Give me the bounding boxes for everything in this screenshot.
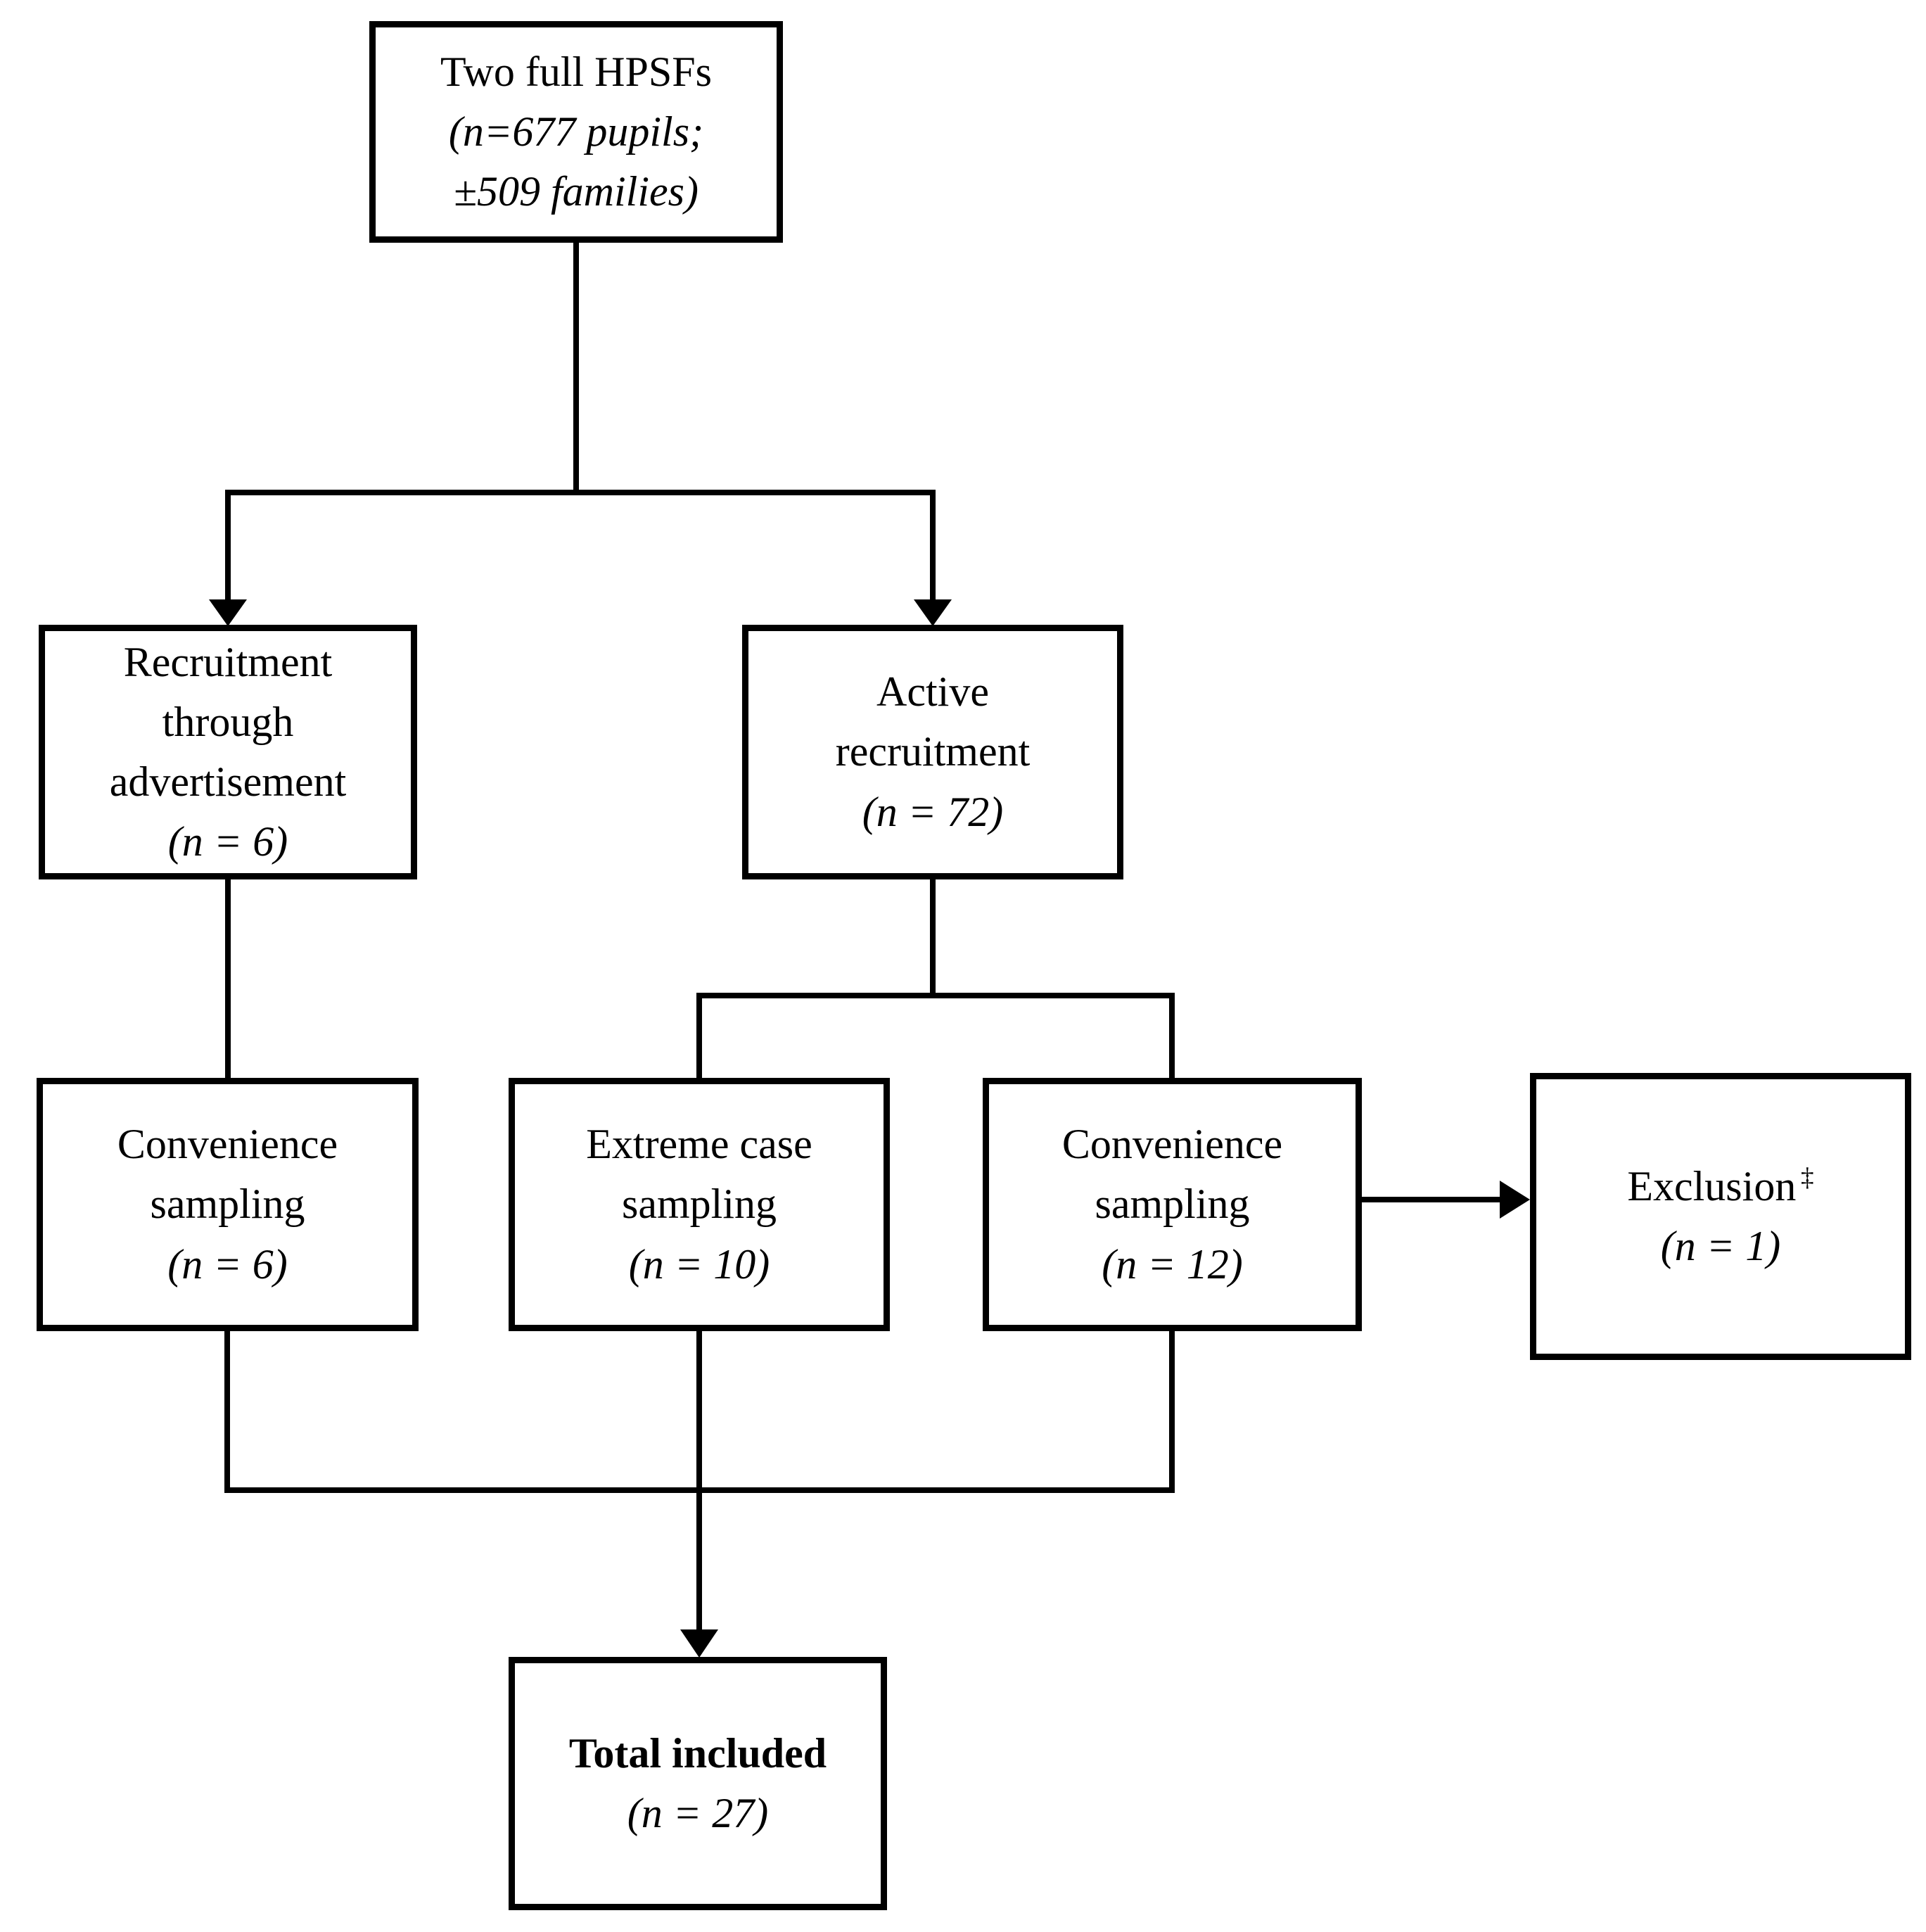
node-count: (n = 12)	[1102, 1240, 1243, 1288]
node-active-recruitment: Active recruitment (n = 72)	[742, 625, 1123, 879]
node-count: ±509 families)	[454, 168, 699, 215]
node-title: Active	[876, 668, 989, 716]
node-count: (n = 1)	[1660, 1223, 1781, 1269]
node-title: sampling	[150, 1181, 305, 1228]
node-title: Two full HPSFs	[440, 48, 712, 95]
arrowhead-into-exclusion	[1500, 1181, 1530, 1219]
exclusion-label: Exclusion	[1627, 1162, 1797, 1209]
node-title: Exclusion‡	[1627, 1157, 1813, 1216]
node-title: Total included	[568, 1729, 827, 1777]
node-count: (n=677 pupils;	[448, 108, 704, 155]
node-title: Convenience	[117, 1121, 338, 1168]
node-convenience-sampling-12: Convenience sampling (n = 12)	[983, 1078, 1362, 1331]
node-extreme-case-sampling: Extreme case sampling (n = 10)	[509, 1078, 890, 1331]
node-total-included: Total included (n = 27)	[509, 1657, 887, 1910]
double-dagger-footnote-mark: ‡	[1801, 1162, 1814, 1192]
node-title: Recruitment	[123, 638, 333, 685]
node-title: sampling	[622, 1181, 777, 1228]
node-title: Convenience	[1061, 1121, 1283, 1168]
node-convenience-sampling-6: Convenience sampling (n = 6)	[37, 1078, 419, 1331]
node-recruitment-through-advertisement: Recruitment through advertisement (n = 6…	[39, 625, 417, 879]
node-count: (n = 6)	[167, 1240, 288, 1288]
node-title: through	[162, 698, 294, 745]
node-title: Extreme case	[586, 1121, 812, 1168]
node-count: (n = 10)	[628, 1240, 770, 1288]
node-count: (n = 27)	[627, 1790, 769, 1836]
arrowhead-into-active	[914, 599, 952, 626]
arrowhead-into-advert	[209, 599, 247, 626]
node-title: advertisement	[109, 758, 347, 805]
node-two-full-hpsfs: Two full HPSFs (n=677 pupils; ±509 famil…	[369, 21, 783, 243]
node-count: (n = 72)	[862, 788, 1004, 835]
node-title: sampling	[1095, 1181, 1250, 1228]
arrowhead-into-total	[680, 1629, 718, 1658]
node-count: (n = 6)	[167, 818, 288, 865]
node-exclusion: Exclusion‡ (n = 1)	[1530, 1073, 1911, 1360]
node-title: recruitment	[835, 728, 1031, 775]
